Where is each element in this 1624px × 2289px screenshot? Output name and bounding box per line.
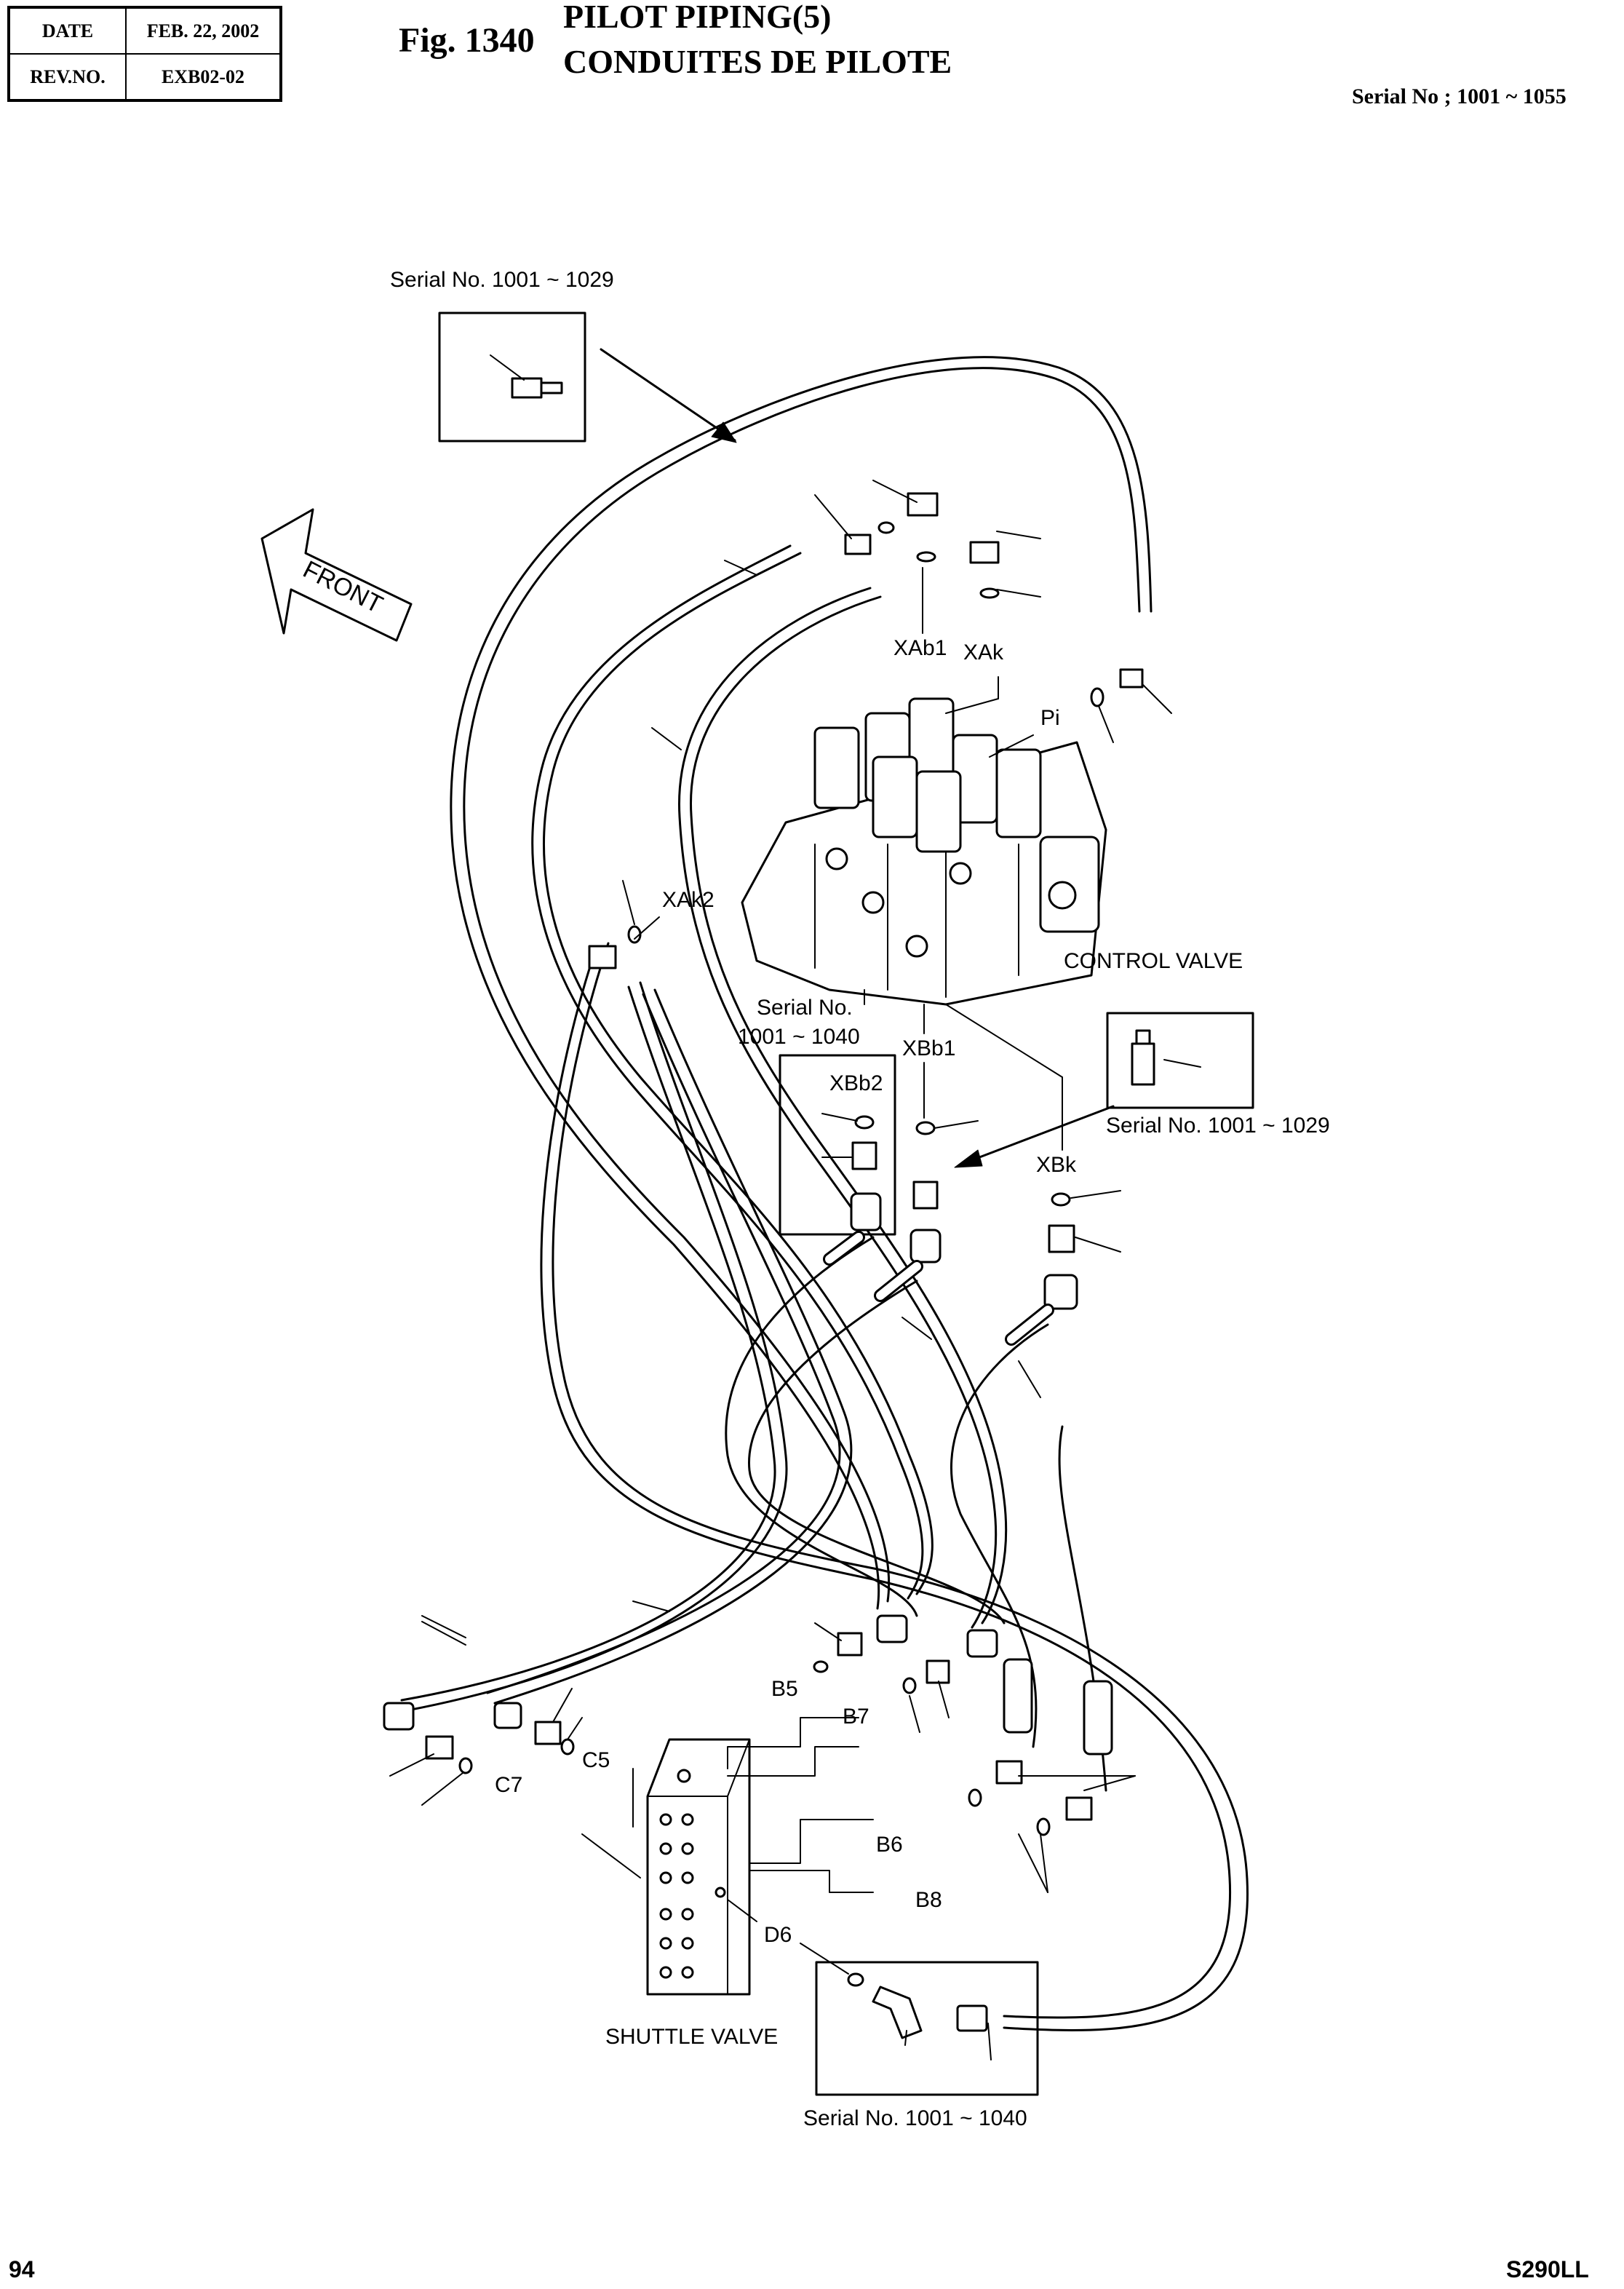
b-port-fittings [813,1614,1113,1836]
xbb2-fitting [821,1113,882,1231]
port-label-xak2: XAk2 [662,888,715,912]
xbk-fitting [1043,1190,1121,1310]
hose-second-loop [543,552,934,1595]
serial-callout-mid-a: Serial No. [757,996,853,1020]
pointer-arrow-right [959,1105,1115,1166]
xak2-fitting [588,880,660,969]
date-value: FEB. 22, 2002 [126,8,280,54]
shuttle-valve-label: SHUTTLE VALVE [605,2025,779,2049]
pointer-arrow-top [600,348,736,442]
port-label-pi: Pi [1040,706,1060,730]
figure-number: Fig. 1340 [399,21,535,60]
hose-b5 [725,1236,918,1617]
port-label-d6: D6 [764,1923,792,1947]
connector-icon-right [1131,1029,1201,1086]
control-valve-label: CONTROL VALVE [1064,949,1243,973]
header-table: DATE FEB. 22, 2002 REV.NO. EXB02-02 [7,6,282,102]
inset-box-mid [779,1054,896,1236]
port-label-xak: XAk [963,640,1004,665]
port-label-xab1: XAb1 [893,636,947,660]
hose-b6 [950,1323,1049,1748]
connector-icon-top [490,354,563,399]
port-label-c7: C7 [495,1773,523,1797]
model-code: S290LL [1506,2256,1589,2282]
hose-b7 [748,1280,1006,1624]
hose-third [690,595,1008,1624]
front-arrow-icon [260,508,413,642]
page-number: 94 [9,2256,35,2282]
serial-callout-top: Serial No. 1001 ~ 1029 [390,268,614,292]
port-label-b5: B5 [771,1677,798,1701]
inset-box-top [438,312,586,443]
top-fittings [814,480,1172,743]
serial-callout-mid-b: 1001 ~ 1040 [738,1025,860,1049]
hose-to-c5 [493,988,853,1705]
control-valve-block [741,697,1107,1006]
inset-box-bottom [815,1961,1039,2096]
port-label-xbb2: XBb2 [829,1071,883,1095]
port-label-c5: C5 [582,1748,610,1772]
hose-outer-loop [463,367,1141,1603]
inset-box-right [1106,1012,1254,1109]
rev-label: REV.NO. [9,54,126,100]
port-label-xbb1: XBb1 [902,1036,956,1060]
d6-fitting [800,1943,992,2060]
port-label-b7: B7 [843,1705,869,1729]
rev-value: EXB02-02 [126,54,280,100]
shuttle-valve-block [646,1738,751,1996]
serial-range: Serial No ; 1001 ~ 1055 [1352,84,1567,108]
port-label-b8: B8 [915,1888,942,1912]
port-label-b6: B6 [876,1833,903,1857]
xbb1-fitting [909,1062,979,1263]
date-label: DATE [9,8,126,54]
hose-to-c7 [406,981,788,1712]
c-port-fittings [383,1702,575,1774]
title-french: CONDUITES DE PILOTE [563,43,952,80]
serial-callout-bottom: Serial No. 1001 ~ 1040 [803,2106,1027,2130]
port-label-xbk: XBk [1036,1153,1077,1177]
serial-callout-right: Serial No. 1001 ~ 1029 [1106,1114,1330,1138]
title-english: PILOT PIPING(5) [563,0,832,35]
